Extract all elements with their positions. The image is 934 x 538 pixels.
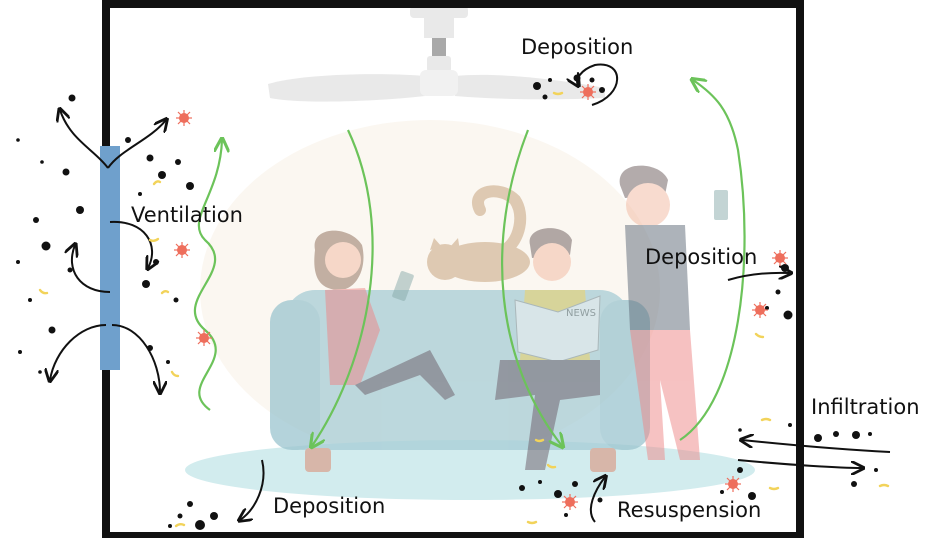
ceiling-fan-icon bbox=[268, 6, 605, 102]
newspaper-text: NEWS bbox=[566, 308, 596, 319]
room-wall bbox=[102, 0, 804, 538]
window bbox=[100, 146, 120, 370]
movement-arrows bbox=[50, 63, 891, 522]
airflow-arrows bbox=[193, 80, 746, 446]
man-standing-phone-icon bbox=[619, 165, 728, 460]
label-deposition-wall: Deposition bbox=[645, 245, 758, 269]
pollen-icon bbox=[38, 91, 890, 528]
man-reading-newspaper-icon: NEWS bbox=[495, 228, 601, 470]
woman-reading-phone-icon bbox=[314, 230, 455, 400]
particle-icon bbox=[16, 74, 878, 530]
label-infiltration: Infiltration bbox=[811, 395, 920, 419]
label-deposition-ceiling: Deposition bbox=[521, 35, 634, 59]
label-ventilation: Ventilation bbox=[131, 203, 243, 227]
label-resuspension: Resuspension bbox=[617, 498, 762, 522]
cat-icon bbox=[427, 185, 530, 282]
label-deposition-floor: Deposition bbox=[273, 494, 386, 518]
